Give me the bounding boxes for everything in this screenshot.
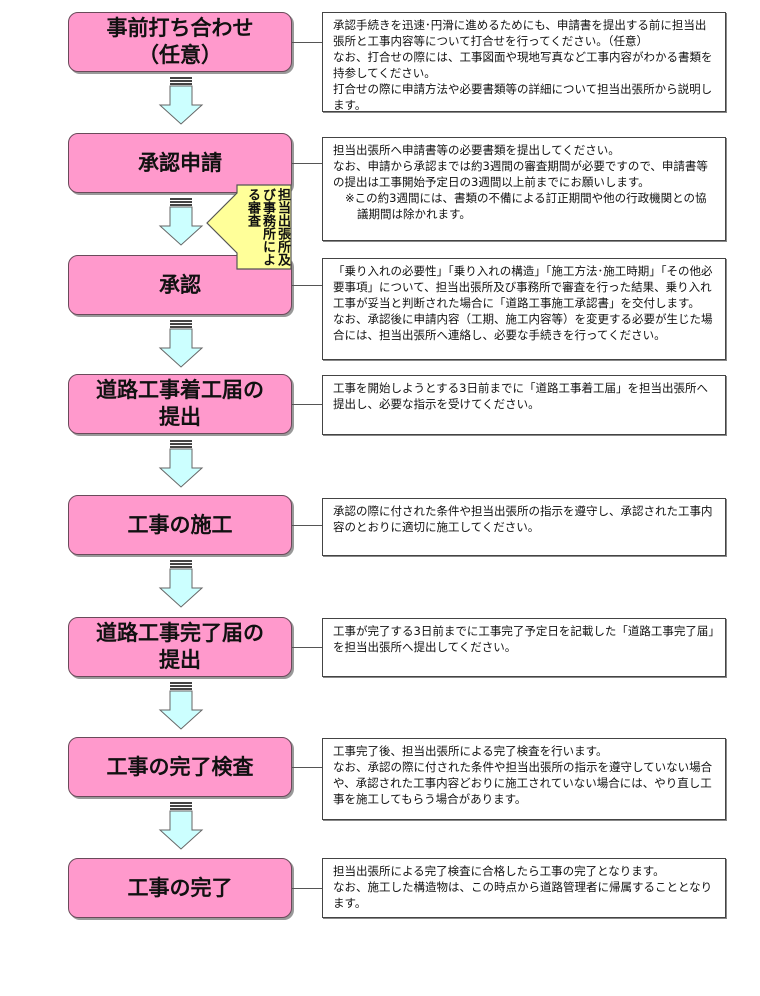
connector-line xyxy=(292,42,322,43)
step-description: 承認の際に付された条件や担当出張所の指示を遵守し、承認された工事内容のとおりに適… xyxy=(322,498,726,556)
step-box: 道路工事完了届の提出 xyxy=(68,617,292,677)
step-description: 工事完了後、担当出張所による完了検査を行います。なお、承認の際に付された条件や担… xyxy=(322,738,726,820)
down-arrow-icon xyxy=(158,320,204,368)
step-box: 事前打ち合わせ（任意） xyxy=(68,12,292,72)
description-line: ※この約3週間には、書類の不備による訂正期間や他の行政機関との協議期間は除かれま… xyxy=(345,191,707,221)
description-line: なお、施工した構造物は、この時点から道路管理者に帰属することとなります。 xyxy=(333,880,713,910)
step-description: 工事を開始しようとする3日前までに「道路工事着工届」を担当出張所へ提出し、必要な… xyxy=(322,375,726,435)
connector-line xyxy=(292,767,322,768)
description-line: 承認手続きを迅速･円滑に進めるためにも、申請書を提出する前に担当出張所と工事内容… xyxy=(333,18,707,48)
down-arrow-icon xyxy=(158,560,204,608)
description-line: 工事完了後、担当出張所による完了検査を行います。 xyxy=(333,744,608,758)
description-line: なお、承認の際に付された条件や担当出張所の指示を遵守していない場合や、承認された… xyxy=(333,760,713,806)
description-line: 工事が完了する3日前までに工事完了予定日を記載した「道路工事完了届」を担当出張所… xyxy=(333,624,715,654)
step-box: 道路工事着工届の提出 xyxy=(68,374,292,434)
connector-line xyxy=(292,163,322,164)
step-box: 工事の完了検査 xyxy=(68,737,292,797)
description-line: 打合せの際に申請方法や必要書類等の詳細について担当出張所から説明します。 xyxy=(333,82,713,112)
down-arrow-icon xyxy=(158,440,204,488)
down-arrow-icon xyxy=(158,802,204,850)
description-line: なお、打合せの際には、工事図面や現地写真など工事内容がわかる書類を持参してくださ… xyxy=(333,50,713,80)
step-description: 担当出張所による完了検査に合格したら工事の完了となります。なお、施工した構造物は… xyxy=(322,858,726,918)
description-line: 承認の際に付された条件や担当出張所の指示を遵守し、承認された工事内容のとおりに適… xyxy=(333,504,713,534)
review-callout-arrow xyxy=(206,184,292,270)
connector-line xyxy=(292,285,322,286)
down-arrow-icon xyxy=(158,682,204,730)
step-box: 工事の完了 xyxy=(68,858,292,918)
connector-line xyxy=(292,647,322,648)
description-line: 「乗り入れの必要性」「乗り入れの構造」「施工方法･施工時期」「その他必要事項」に… xyxy=(333,264,713,310)
review-callout-label: 担当出張所及び事務所による審査 xyxy=(245,188,290,266)
description-line: 工事を開始しようとする3日前までに「道路工事着工届」を担当出張所へ提出し、必要な… xyxy=(333,381,708,411)
connector-line xyxy=(292,888,322,889)
step-description: 承認手続きを迅速･円滑に進めるためにも、申請書を提出する前に担当出張所と工事内容… xyxy=(322,12,726,112)
step-box: 承認 xyxy=(68,255,292,315)
description-line: なお、申請から承認までは約3週間の審査期間が必要ですので、申請書等の提出は工事開… xyxy=(333,159,708,189)
step-description: 工事が完了する3日前までに工事完了予定日を記載した「道路工事完了届」を担当出張所… xyxy=(322,618,726,677)
description-line: 担当出張所による完了検査に合格したら工事の完了となります。 xyxy=(333,864,665,878)
down-arrow-icon xyxy=(158,77,204,125)
connector-line xyxy=(292,404,322,405)
description-line: 担当出張所へ申請書等の必要書類を提出してください。 xyxy=(333,143,620,157)
step-description: 担当出張所へ申請書等の必要書類を提出してください。なお、申請から承認までは約3週… xyxy=(322,137,726,241)
down-arrow-icon xyxy=(158,198,204,246)
step-box: 承認申請 xyxy=(68,133,292,193)
connector-line xyxy=(292,525,322,526)
description-line: なお、承認後に申請内容（工期、施工内容等）を変更する必要が生じた場合には、担当出… xyxy=(333,312,713,342)
step-box: 工事の施工 xyxy=(68,495,292,555)
step-description: 「乗り入れの必要性」「乗り入れの構造」「施工方法･施工時期」「その他必要事項」に… xyxy=(322,258,726,360)
